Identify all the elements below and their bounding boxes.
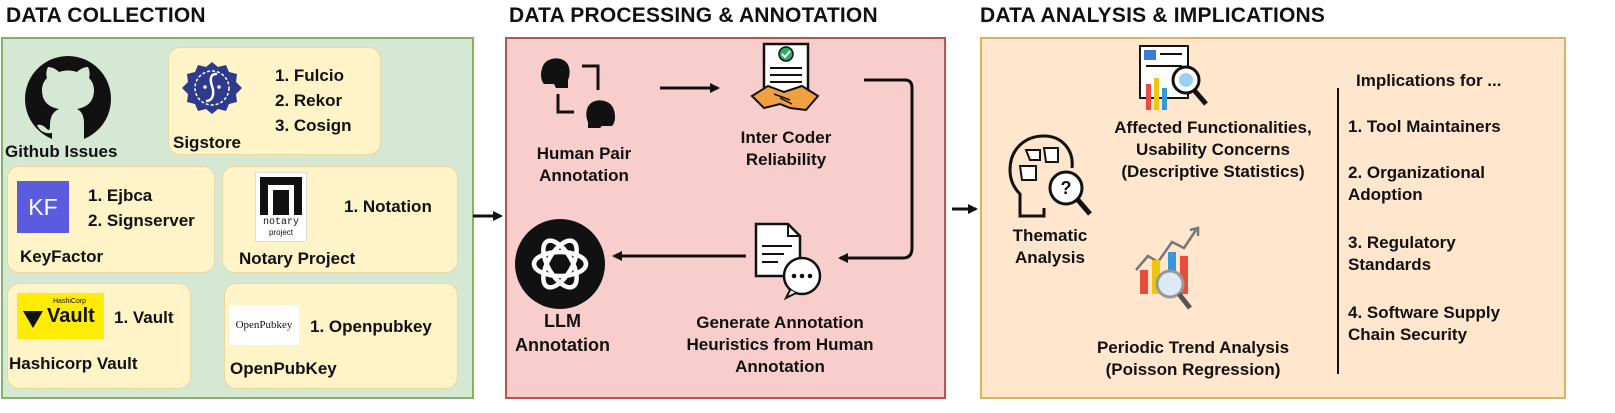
sigstore-tool-item: 1. Fulcio xyxy=(275,66,344,85)
notary-logo-text: notary xyxy=(262,217,299,228)
implications-divider xyxy=(1337,88,1339,374)
openpubkey-tool-item: 1. Openpubkey xyxy=(310,317,432,336)
implication-item: 2. Organizational Adoption xyxy=(1348,163,1485,204)
openpubkey-tools-list: 1. Openpubkey xyxy=(310,314,432,339)
sigstore-logo-icon xyxy=(180,60,244,121)
vault-tools-list: 1. Vault xyxy=(114,305,174,330)
thematic-analysis-label: Thematic Analysis xyxy=(1012,226,1088,267)
thematic-analysis-icon: ? xyxy=(1000,130,1092,227)
notary-logo-subtext: project xyxy=(268,228,293,237)
openpubkey-label: OpenPubKey xyxy=(230,359,337,378)
arrow-intercoder-to-heuristics xyxy=(838,78,914,263)
human-pair-annotation-label: Human Pair Annotation xyxy=(536,144,632,185)
keyfactor-tools-list: 1. Ejbca 2. Signserver xyxy=(88,183,195,233)
notary-project-label: Notary Project xyxy=(239,249,356,268)
notary-icon xyxy=(260,177,302,215)
vault-logo: HashiCorp Vault xyxy=(17,293,104,339)
implication-item: 3. Regulatory Standards xyxy=(1348,233,1456,274)
notary-logo: notary project xyxy=(255,172,307,242)
generate-heuristics-label: Generate Annotation Heuristics from Huma… xyxy=(686,313,874,376)
descriptive-statistics-icon xyxy=(1138,44,1210,119)
implication-item: 4. Software Supply Chain Security xyxy=(1348,303,1501,344)
keyfactor-tool-item: 2. Signserver xyxy=(88,211,195,230)
data-processing-panel xyxy=(505,37,946,399)
sigstore-tools-list: 1. Fulcio 2. Rekor 3. Cosign xyxy=(275,63,352,138)
data-processing-title: DATA PROCESSING & ANNOTATION xyxy=(509,4,878,27)
svg-text:?: ? xyxy=(1061,178,1072,198)
sigstore-tool-item: 3. Cosign xyxy=(275,116,352,135)
hashicorp-vault-label: Hashicorp Vault xyxy=(9,354,138,373)
trend-chart-icon xyxy=(1132,226,1212,321)
notary-tools-list: 1. Notation xyxy=(344,194,432,219)
keyfactor-label: KeyFactor xyxy=(20,247,104,266)
implication-item: 1. Tool Maintainers xyxy=(1348,117,1501,136)
periodic-trend-label: Periodic Trend Analysis (Poisson Regress… xyxy=(1096,338,1290,379)
openpubkey-logo: OpenPubkey xyxy=(229,305,299,345)
notary-tool-item: 1. Notation xyxy=(344,197,432,216)
vault-logo-text: Vault xyxy=(47,305,95,327)
document-chat-icon xyxy=(748,222,822,307)
llm-annotation-label: LLM Annotation xyxy=(515,311,610,355)
inter-coder-reliability-label: Inter Coder Reliability xyxy=(740,128,832,169)
vault-logo-brand: HashiCorp xyxy=(53,298,87,305)
vault-tool-item: 1. Vault xyxy=(114,308,174,327)
affected-functionalities-label: Affected Functionalities, Usability Conc… xyxy=(1114,118,1312,181)
keyfactor-logo: KF xyxy=(17,181,69,233)
data-analysis-panel xyxy=(980,37,1566,399)
llm-icon xyxy=(514,218,606,315)
github-icon xyxy=(22,54,114,149)
data-analysis-title: DATA ANALYSIS & IMPLICATIONS xyxy=(980,4,1326,27)
sigstore-label: Sigstore xyxy=(173,133,242,152)
handshake-document-icon xyxy=(750,42,820,123)
human-pair-icon xyxy=(538,50,618,133)
implications-title: Implications for ... xyxy=(1356,71,1502,90)
sigstore-tool-item: 2. Rekor xyxy=(275,91,343,110)
data-collection-title: DATA COLLECTION xyxy=(6,4,206,27)
github-issues-label: Github Issues xyxy=(5,142,118,161)
vault-triangle-icon xyxy=(23,311,43,328)
keyfactor-tool-item: 1. Ejbca xyxy=(88,186,153,205)
